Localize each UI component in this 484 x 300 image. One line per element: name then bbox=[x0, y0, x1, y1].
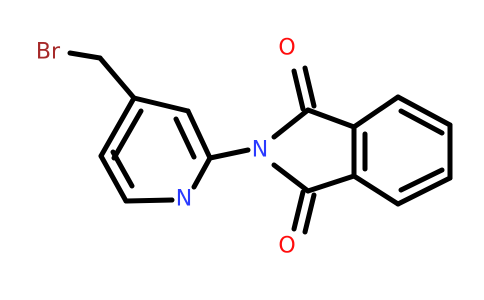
bond-c1-c3a bbox=[305, 107, 357, 130]
bond-c1-o-a bbox=[291, 68, 306, 112]
bond-c2-nimide bbox=[207, 147, 251, 161]
bond-nimide-c1 bbox=[271, 107, 311, 140]
oxygen-top-atom-label: O bbox=[278, 36, 295, 61]
bond-n1-c6 bbox=[123, 197, 175, 204]
nitrogen-imide-atom-label: N bbox=[252, 138, 268, 163]
bond-c6-c5 bbox=[98, 153, 129, 204]
bond-c7b-c7a bbox=[351, 173, 401, 207]
nitrogen-pyridine-atom-label: N bbox=[176, 187, 192, 212]
bond-c6b-c7b bbox=[395, 175, 453, 207]
oxygen-bottom-atom-label: O bbox=[278, 234, 295, 259]
bond-br-ch2 bbox=[67, 50, 103, 61]
bond-c3-o-a bbox=[291, 189, 306, 232]
bond-c5-c4-double bbox=[111, 108, 144, 161]
bromine-atom-label: Br bbox=[36, 40, 61, 65]
bond-c1-o-b bbox=[302, 65, 317, 109]
bond-c4b-c5b bbox=[395, 94, 453, 128]
bond-c2-n1 bbox=[191, 155, 213, 190]
bond-c3-c2 bbox=[185, 108, 213, 161]
bond-c4-c3 bbox=[131, 95, 191, 114]
bond-c3-c2-double bbox=[173, 116, 197, 160]
bond-c3a-c4b bbox=[351, 94, 401, 130]
bond-c5-c4 bbox=[98, 95, 137, 159]
bond-nimide-c3 bbox=[271, 162, 311, 194]
bond-lines bbox=[67, 50, 453, 235]
bond-ch2-c4 bbox=[97, 55, 137, 101]
bond-c6b-c7b-double bbox=[398, 167, 445, 193]
bond-c3-c7a bbox=[305, 173, 357, 194]
bond-c4b-c5b-double bbox=[398, 108, 445, 136]
bond-c3-o-b bbox=[302, 192, 317, 235]
